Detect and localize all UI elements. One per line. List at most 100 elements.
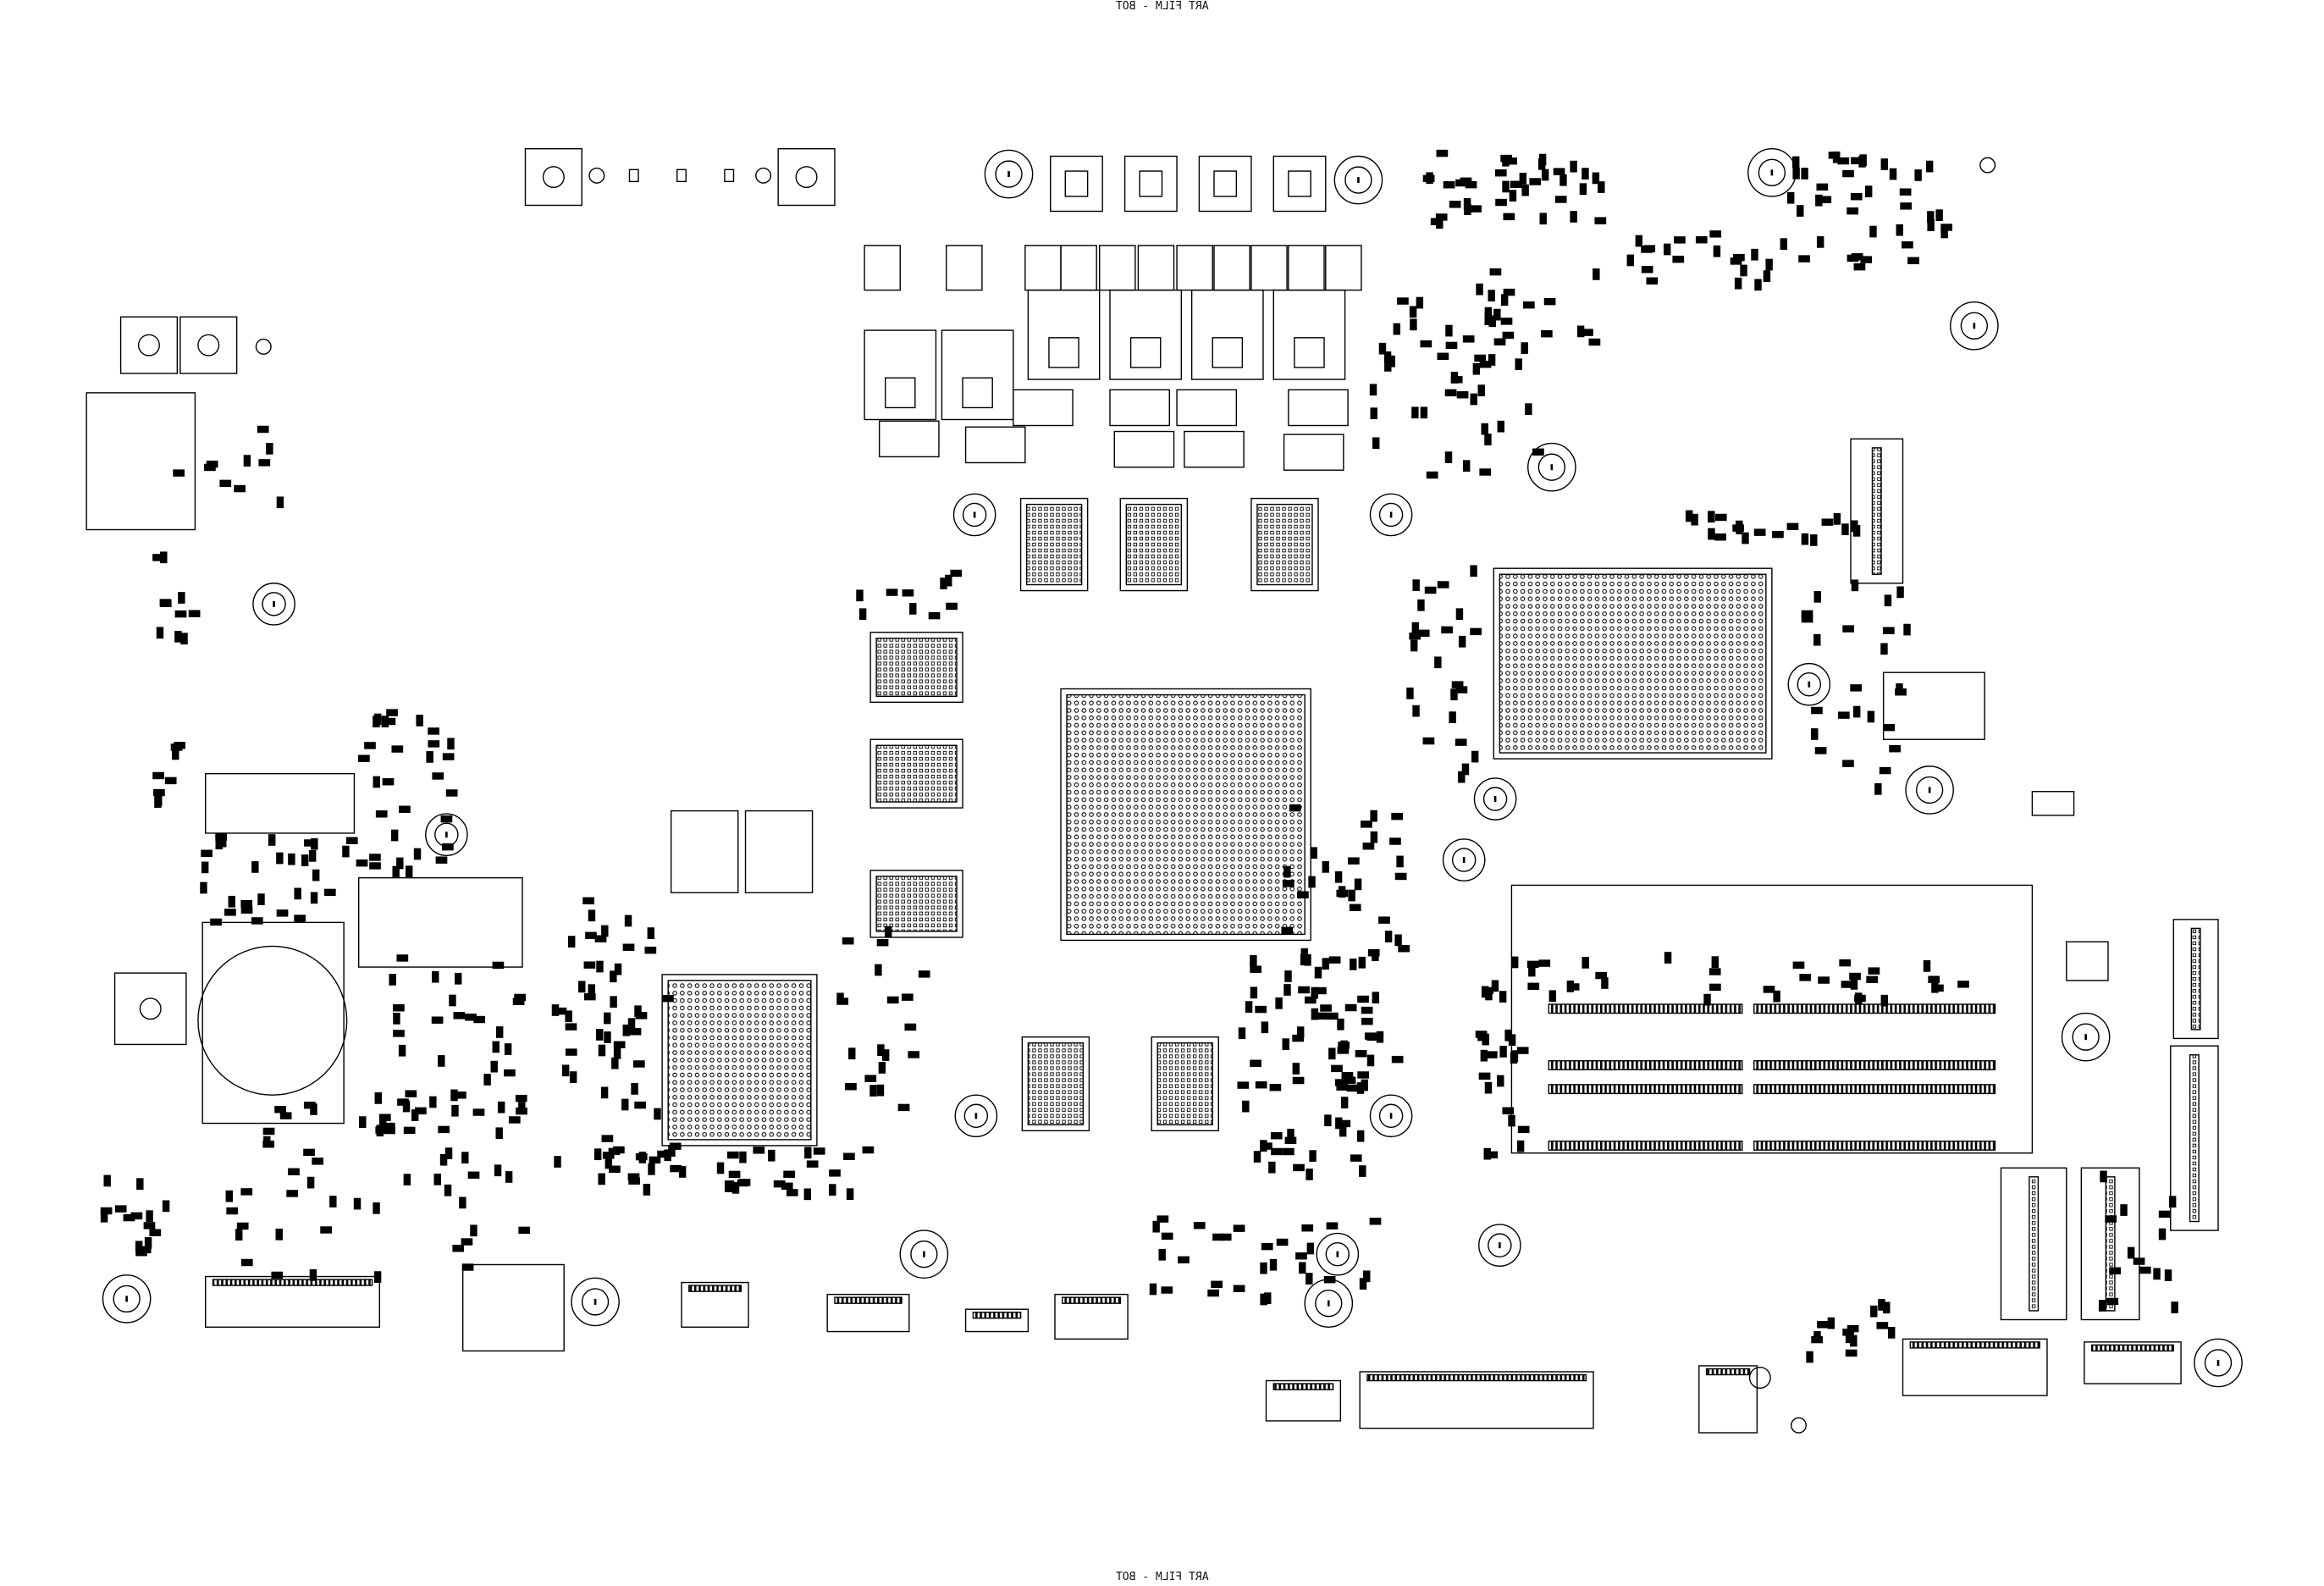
smd-component [1883, 723, 1896, 732]
mounting-hole-pad [910, 1241, 938, 1268]
mounting-hole [2194, 1338, 2243, 1388]
smd-component [2133, 1257, 2145, 1265]
mounting-hole [425, 813, 468, 856]
smd-component [848, 1047, 856, 1060]
smd-component [226, 1207, 239, 1215]
smd-component [1493, 338, 1506, 345]
smd-component [902, 589, 914, 597]
smd-component [1935, 209, 1943, 222]
vertical-connector [1850, 438, 1904, 584]
smd-component [1484, 1081, 1493, 1094]
smd-component [635, 1152, 648, 1161]
smd-component [1311, 1008, 1319, 1020]
smd-component [1801, 168, 1808, 180]
smd-component [1525, 403, 1532, 415]
smd-component [450, 1089, 458, 1102]
smd-component [1242, 1100, 1250, 1113]
smd-component [598, 1173, 605, 1185]
smd-component [1833, 513, 1841, 525]
smd-component [2120, 1204, 2128, 1216]
power-stage [1213, 245, 1250, 291]
smd-component [1499, 991, 1507, 1003]
smd-component [1553, 168, 1565, 175]
smd-component [1250, 965, 1262, 973]
mosfet [1123, 155, 1178, 213]
smd-component [1298, 986, 1310, 994]
smd-component [1709, 983, 1721, 992]
smd-component [103, 1174, 111, 1187]
square-pad [179, 316, 238, 374]
smd-component [1847, 254, 1859, 262]
smd-component [875, 964, 882, 976]
inductor [1272, 289, 1346, 380]
smd-component [123, 1213, 135, 1222]
smd-component [1255, 1005, 1267, 1014]
smd-component [155, 794, 163, 806]
mounting-hole-pad [1451, 848, 1477, 872]
smd-component [204, 463, 216, 472]
smd-component [1882, 627, 1895, 634]
smd-component [1488, 354, 1496, 366]
power-jack [461, 1263, 565, 1352]
smd-component [886, 996, 899, 1004]
smd-component [1876, 1322, 1889, 1329]
connector-pins [2105, 1176, 2116, 1312]
smd-component [1576, 325, 1585, 338]
smd-component [444, 1147, 453, 1159]
smd-component [1516, 1047, 1529, 1054]
bga-balls [1125, 503, 1183, 586]
smd-component [1357, 1071, 1370, 1079]
smd-component [1283, 1147, 1294, 1156]
mounting-hole [1369, 493, 1413, 537]
smd-component [1867, 710, 1875, 723]
smd-component [627, 1018, 636, 1030]
smd-component [236, 1222, 249, 1230]
capacitor [964, 426, 1026, 464]
fpc-connector [2084, 1341, 2182, 1384]
smd-component [1320, 1004, 1332, 1012]
smd-component [1517, 1125, 1530, 1134]
smd-component [806, 1160, 819, 1168]
smd-component [442, 753, 455, 760]
smd-component [149, 1229, 162, 1236]
inductor [941, 329, 1014, 421]
smd-component [1193, 1221, 1206, 1230]
smd-component [1902, 240, 1913, 249]
smd-component [210, 918, 222, 926]
smd-component [1801, 615, 1813, 623]
smd-component [1519, 173, 1527, 185]
smd-component [610, 970, 617, 983]
smd-component [1815, 194, 1823, 207]
small-pad [724, 169, 735, 183]
smd-component [1474, 354, 1487, 362]
smd-component [2100, 1170, 2107, 1183]
connector-pins [2189, 1054, 2200, 1223]
inductor [1027, 289, 1101, 380]
bga-balls [1256, 503, 1313, 586]
smd-component [1331, 1064, 1343, 1073]
smd-component [413, 848, 422, 860]
smd-component [2109, 1267, 2122, 1274]
smd-component [1369, 1218, 1382, 1225]
bga-chip [869, 738, 963, 809]
smd-component [1297, 891, 1309, 898]
smd-component [358, 754, 370, 762]
smd-component [518, 1226, 531, 1235]
smd-component [398, 1044, 406, 1057]
smd-component [439, 1153, 448, 1166]
square-pad [524, 148, 582, 207]
smd-component [1869, 225, 1877, 238]
small-pad [255, 338, 272, 355]
smd-component [1801, 533, 1809, 545]
smd-component [1422, 737, 1435, 745]
power-stage [1137, 245, 1175, 291]
smd-component [1811, 706, 1823, 715]
mounting-hole-pad [1378, 502, 1404, 528]
smd-component [1527, 982, 1540, 991]
smd-component [379, 1118, 387, 1130]
mounting-hole [1527, 442, 1576, 492]
smd-component [1811, 728, 1819, 740]
smd-component [1502, 331, 1515, 340]
smd-component [1152, 1220, 1160, 1233]
smd-component [1444, 451, 1453, 463]
